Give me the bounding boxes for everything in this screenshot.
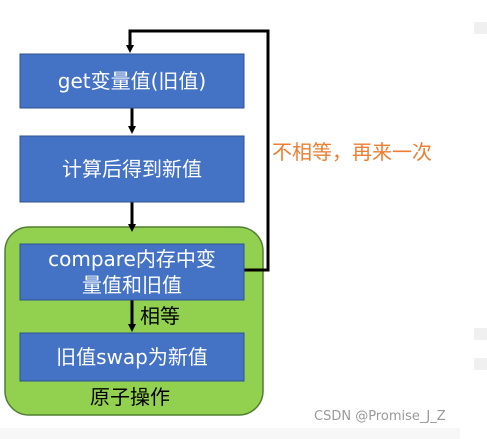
watermark: CSDN @Promise_J_Z [314, 409, 446, 424]
node-swap-box [19, 332, 245, 382]
node-get-box [19, 53, 245, 109]
group-label: 原子操作 [90, 385, 170, 409]
edge-label-not-equal: 不相等，再来一次 [272, 140, 432, 164]
node-compare-label-line1: compare内存中变 [48, 247, 216, 271]
background-faint-text [0, 22, 487, 439]
edge-label-equal: 相等 [140, 304, 180, 328]
node-compute-box [19, 135, 245, 203]
node-get-label: get变量值(旧值) [58, 69, 206, 93]
node-compare-box [19, 243, 245, 301]
node-compute-label: 计算后得到新值 [62, 157, 202, 181]
loop-back-edge [126, 29, 270, 272]
node-swap-label: 旧值swap为新值 [56, 345, 208, 369]
node-compare-label-line2: 量值和旧值 [82, 273, 182, 297]
